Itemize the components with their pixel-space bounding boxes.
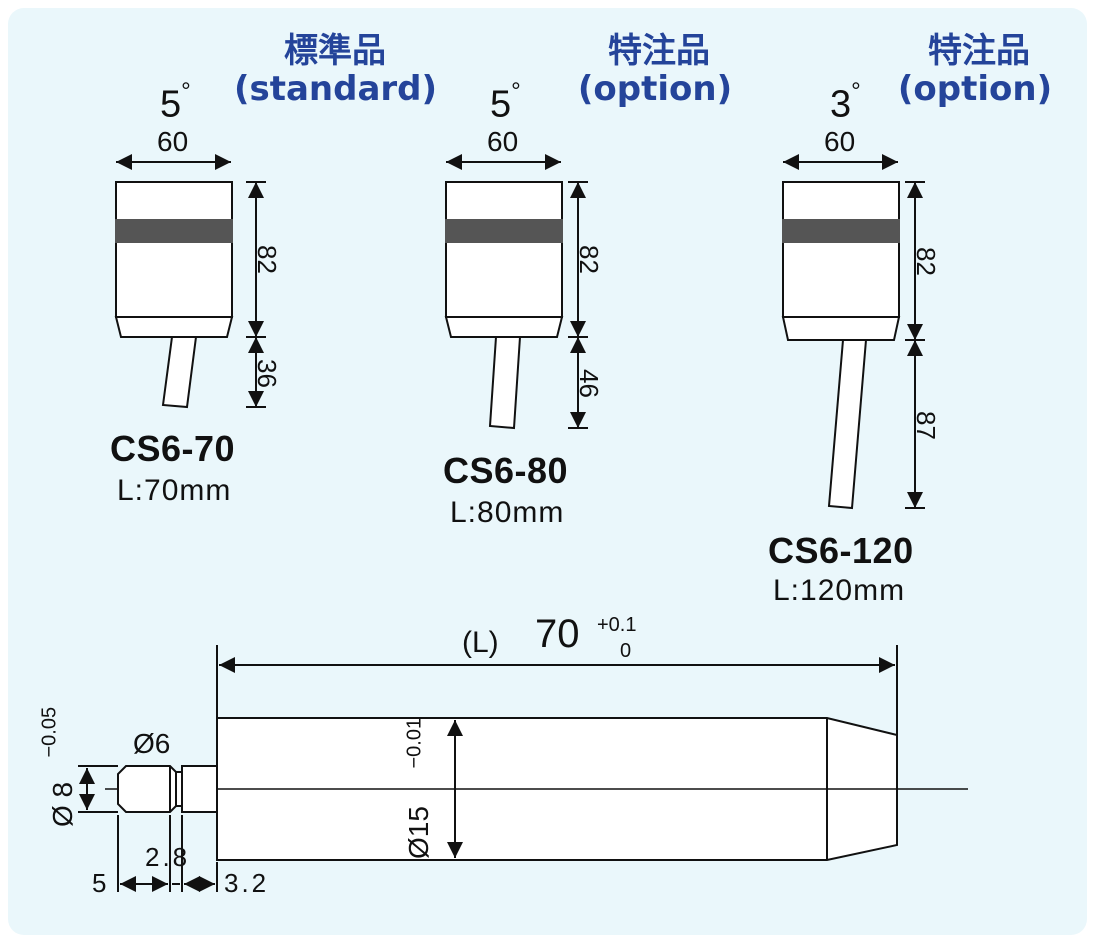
stem-dim-cs6-120: 87 [910,411,941,440]
shaft-dia-label: Ø 8 [47,781,78,827]
width-dim-cs6-80: 60 [487,126,519,157]
dim-3-2: 3.2 [224,868,270,898]
tip-dia-label: Ø6 [133,728,171,759]
length-tol-lower: 0 [620,640,632,662]
dim-5: 5 [92,868,107,898]
probe-cs6-80 [444,154,588,430]
header-option-1-en: (option) [577,69,733,109]
length-cs6-120: L:120mm [773,574,906,607]
probe-cs6-120 [781,154,925,510]
height-dim-cs6-80: 82 [573,245,604,274]
header-option-2-jp: 特注品 [928,31,1030,71]
width-dim-cs6-70: 60 [157,126,189,157]
angle-cs6-70: 5° [160,78,191,126]
model-cs6-120: CS6-120 [768,530,914,571]
length-cs6-80: L:80mm [450,496,565,529]
width-dim-cs6-120: 60 [824,126,856,157]
stem-dim-cs6-80: 46 [573,369,604,398]
body-dia-label: Ø15 [403,806,434,859]
header-option-1-jp: 特注品 [608,31,710,71]
angle-cs6-80: 5° [490,78,521,126]
side-view-drawing [78,645,968,892]
header-standard-jp: 標準品 [284,31,386,71]
header-standard-en: (standard) [233,69,438,109]
dim-2-8: 2.8 [145,842,191,872]
angle-cs6-120: 3° [830,78,861,126]
stem-dim-cs6-70: 36 [251,359,282,388]
model-cs6-70: CS6-70 [110,428,236,469]
header-option-2-en: (option) [897,69,1053,109]
probe-cs6-70 [114,154,266,409]
model-cs6-80: CS6-80 [443,450,569,491]
overall-length-label: (L) [462,626,499,659]
body-dia-tol: −0.01 [403,717,426,769]
overall-length-value: 70 [535,612,580,656]
height-dim-cs6-120: 82 [910,247,941,276]
length-tol-upper: +0.1 [597,614,637,636]
length-cs6-70: L:70mm [117,474,232,507]
height-dim-cs6-70: 82 [251,245,282,274]
shaft-dia-tol: −0.05 [38,706,61,758]
